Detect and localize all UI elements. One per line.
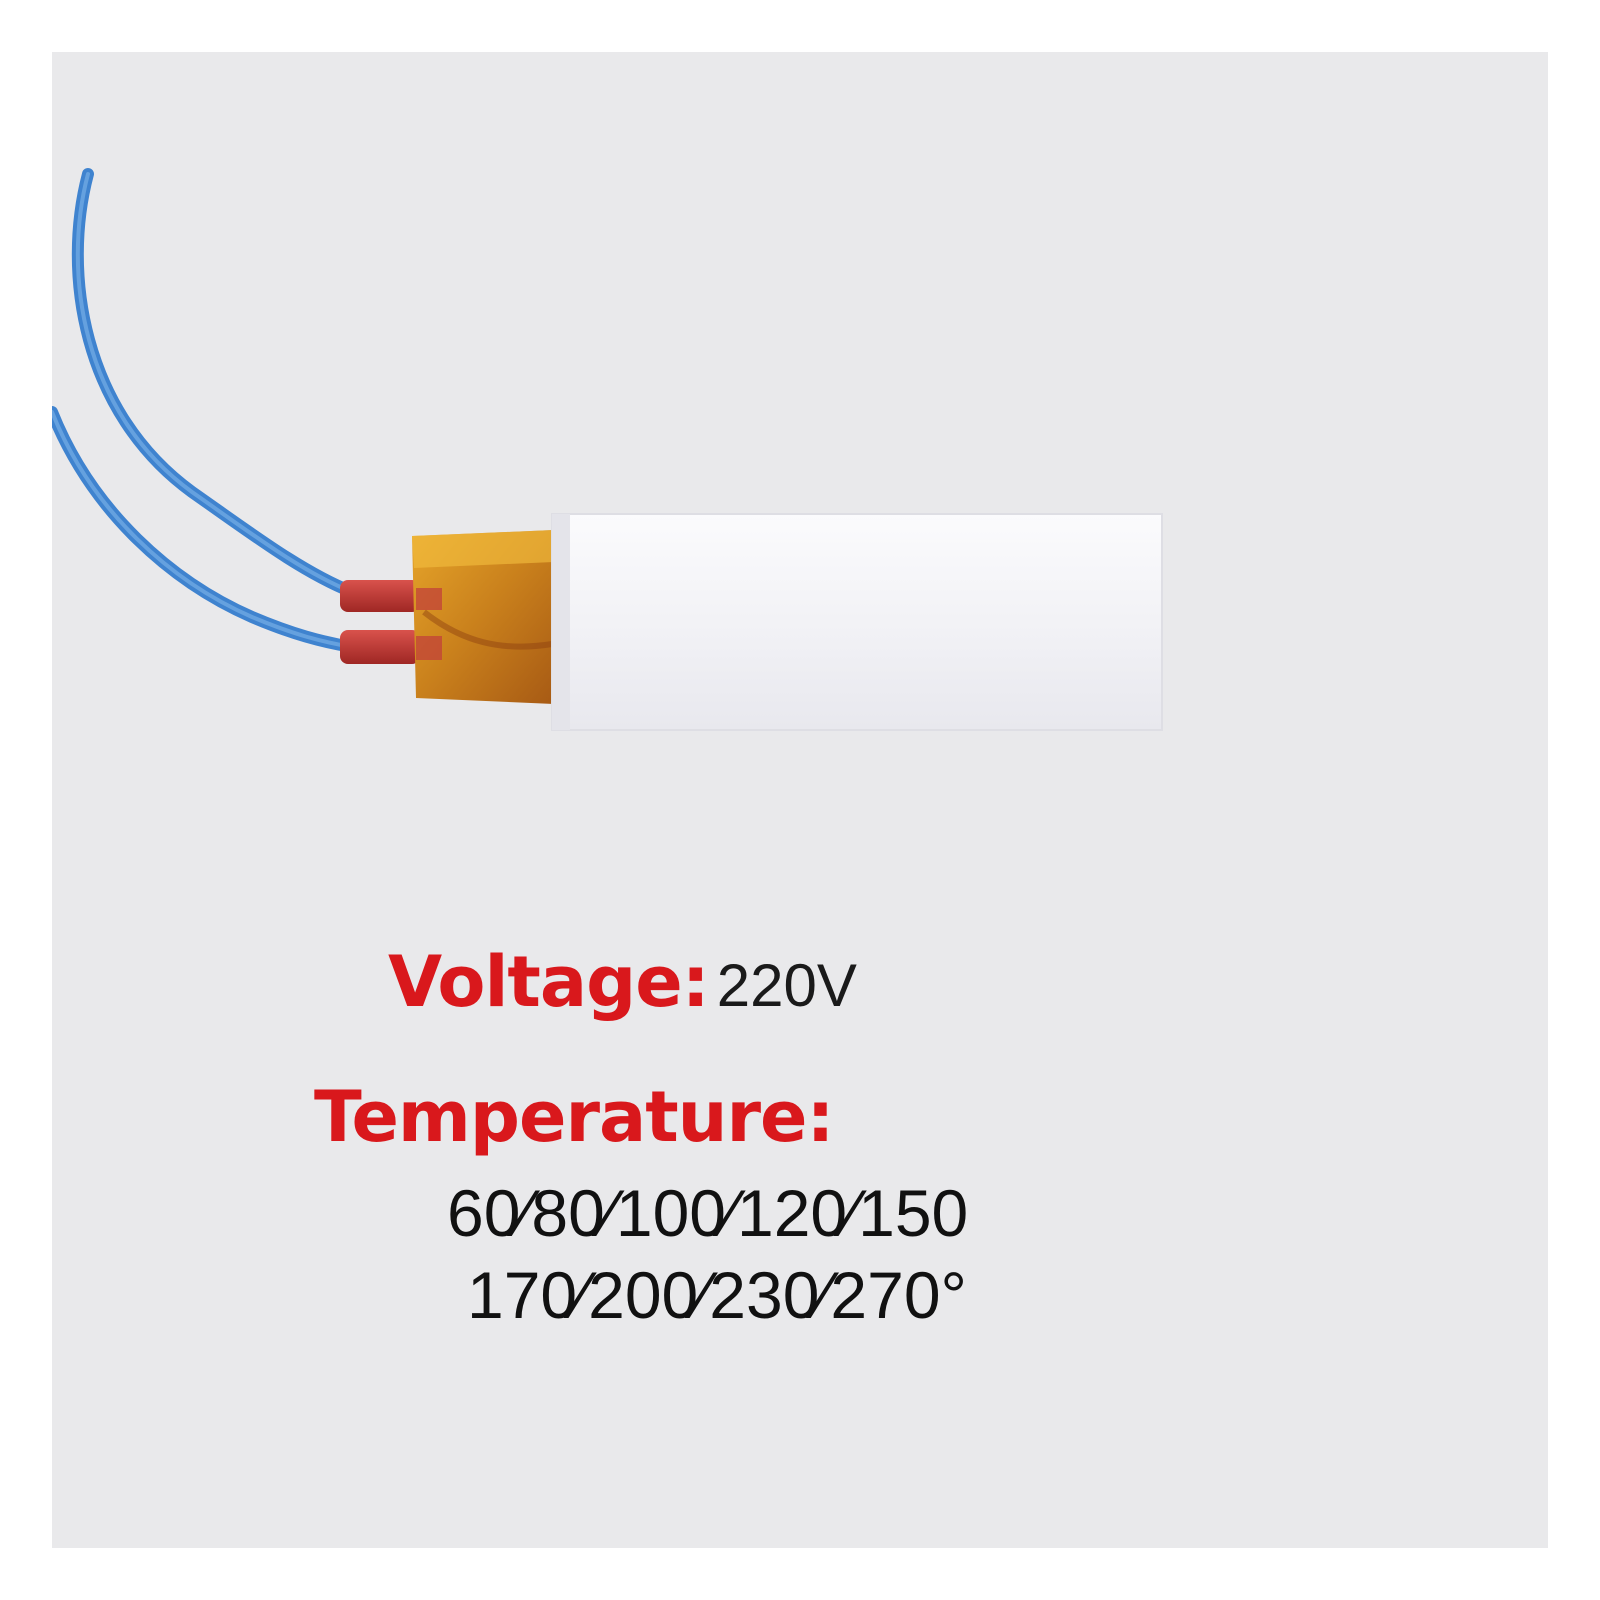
- temperature-values-line-2: 170⁄200⁄230⁄270°: [467, 1258, 967, 1332]
- sleeve-upper: [340, 580, 420, 612]
- wire-upper: [71, 168, 358, 598]
- temperature-values-line-1: 60⁄80⁄100⁄120⁄150: [447, 1176, 969, 1250]
- voltage-label: Voltage:: [388, 941, 710, 1023]
- ceramic-plate: [552, 514, 1162, 730]
- kapton-tab: [412, 530, 554, 704]
- ptc-heater-illustration: [52, 168, 1163, 731]
- temperature-label: Temperature:: [314, 1076, 834, 1158]
- voltage-spec: Voltage:220V: [388, 947, 857, 1017]
- product-image-frame: Voltage:220V Temperature: 60⁄80⁄100⁄120⁄…: [52, 52, 1548, 1548]
- sleeve-lower: [340, 630, 420, 664]
- voltage-value: 220V: [716, 952, 857, 1019]
- wire-lower: [52, 406, 358, 653]
